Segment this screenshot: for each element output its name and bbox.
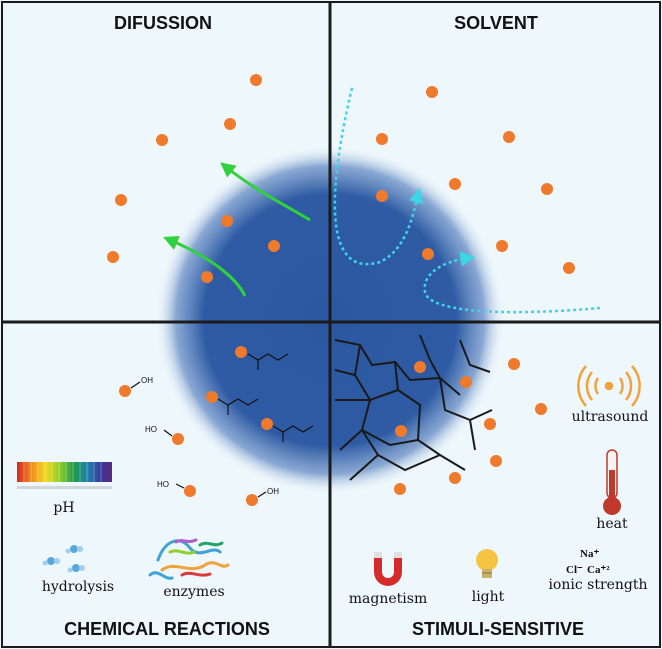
particle	[224, 118, 236, 130]
particle	[201, 271, 213, 283]
particle	[426, 86, 438, 98]
quadrant-title-solvent: SOLVENT	[454, 13, 538, 33]
particle	[156, 134, 168, 146]
ultrasound-icon	[577, 365, 641, 407]
particle	[503, 131, 515, 143]
particle	[394, 483, 406, 495]
particle	[172, 433, 184, 445]
drug-particles	[107, 74, 575, 506]
ho-label: HO	[145, 425, 157, 434]
particle	[268, 240, 280, 252]
lightbulb-icon	[476, 549, 498, 578]
oh-label: OH	[267, 487, 279, 496]
particle	[261, 418, 273, 430]
particle	[119, 385, 131, 397]
calcium-ion-label: Ca⁺²	[587, 564, 610, 576]
quadrant-title-stimuli-sensitive: STIMULI-SENSITIVE	[412, 619, 584, 639]
quadrant-title-chemical-reactions: CHEMICAL REACTIONS	[64, 619, 270, 639]
particle	[490, 455, 502, 467]
light-label: light	[472, 589, 505, 605]
quadrant-title-diffusion: DIFUSSION	[114, 13, 212, 33]
particle	[184, 485, 196, 497]
particle	[541, 183, 553, 195]
enzymes-label: enzymes	[163, 584, 224, 600]
ph-scale-icon	[17, 462, 112, 489]
heat-label: heat	[596, 516, 628, 532]
diffusion-arrow	[163, 236, 247, 297]
enzyme-protein-icon	[148, 538, 230, 580]
particle	[535, 403, 547, 415]
sodium-ion-label: Na⁺	[580, 548, 599, 560]
particle	[414, 361, 426, 373]
magnetism-label: magnetism	[349, 591, 427, 607]
particle	[508, 358, 520, 370]
particle	[246, 494, 258, 506]
particle	[422, 248, 434, 260]
particle	[206, 391, 218, 403]
particle	[496, 240, 508, 252]
particle	[221, 215, 233, 227]
diffusion-arrow	[220, 162, 311, 222]
particle	[449, 178, 461, 190]
particle	[460, 376, 472, 388]
particle	[235, 346, 247, 358]
ionic-strength-label: ionic strength	[548, 577, 647, 593]
particle	[250, 74, 262, 86]
hydrolysis-label: hydrolysis	[42, 579, 114, 595]
particle	[484, 418, 496, 430]
solvent-flow-arrow	[423, 251, 601, 314]
particle	[376, 133, 388, 145]
particle	[115, 194, 127, 206]
magnet-icon	[374, 552, 402, 586]
particle	[107, 251, 119, 263]
oh-label: OH	[141, 376, 153, 385]
hydrolysis-molecule-icon	[42, 545, 85, 573]
crack-texture	[334, 334, 493, 481]
ultrasound-label: ultrasound	[572, 409, 649, 425]
ph-label: pH	[53, 500, 74, 516]
particle	[376, 190, 388, 202]
particle	[449, 472, 461, 484]
hydroxyl-groups: OH HO HO OH	[130, 376, 279, 498]
solvent-flow-arrow	[333, 87, 424, 266]
thermometer-icon	[603, 449, 621, 515]
ester-bond-structures	[217, 353, 314, 442]
chloride-ion-label: Cl⁻	[566, 564, 583, 576]
ho-label: HO	[157, 480, 169, 489]
particle	[563, 262, 575, 274]
particle	[395, 425, 407, 437]
